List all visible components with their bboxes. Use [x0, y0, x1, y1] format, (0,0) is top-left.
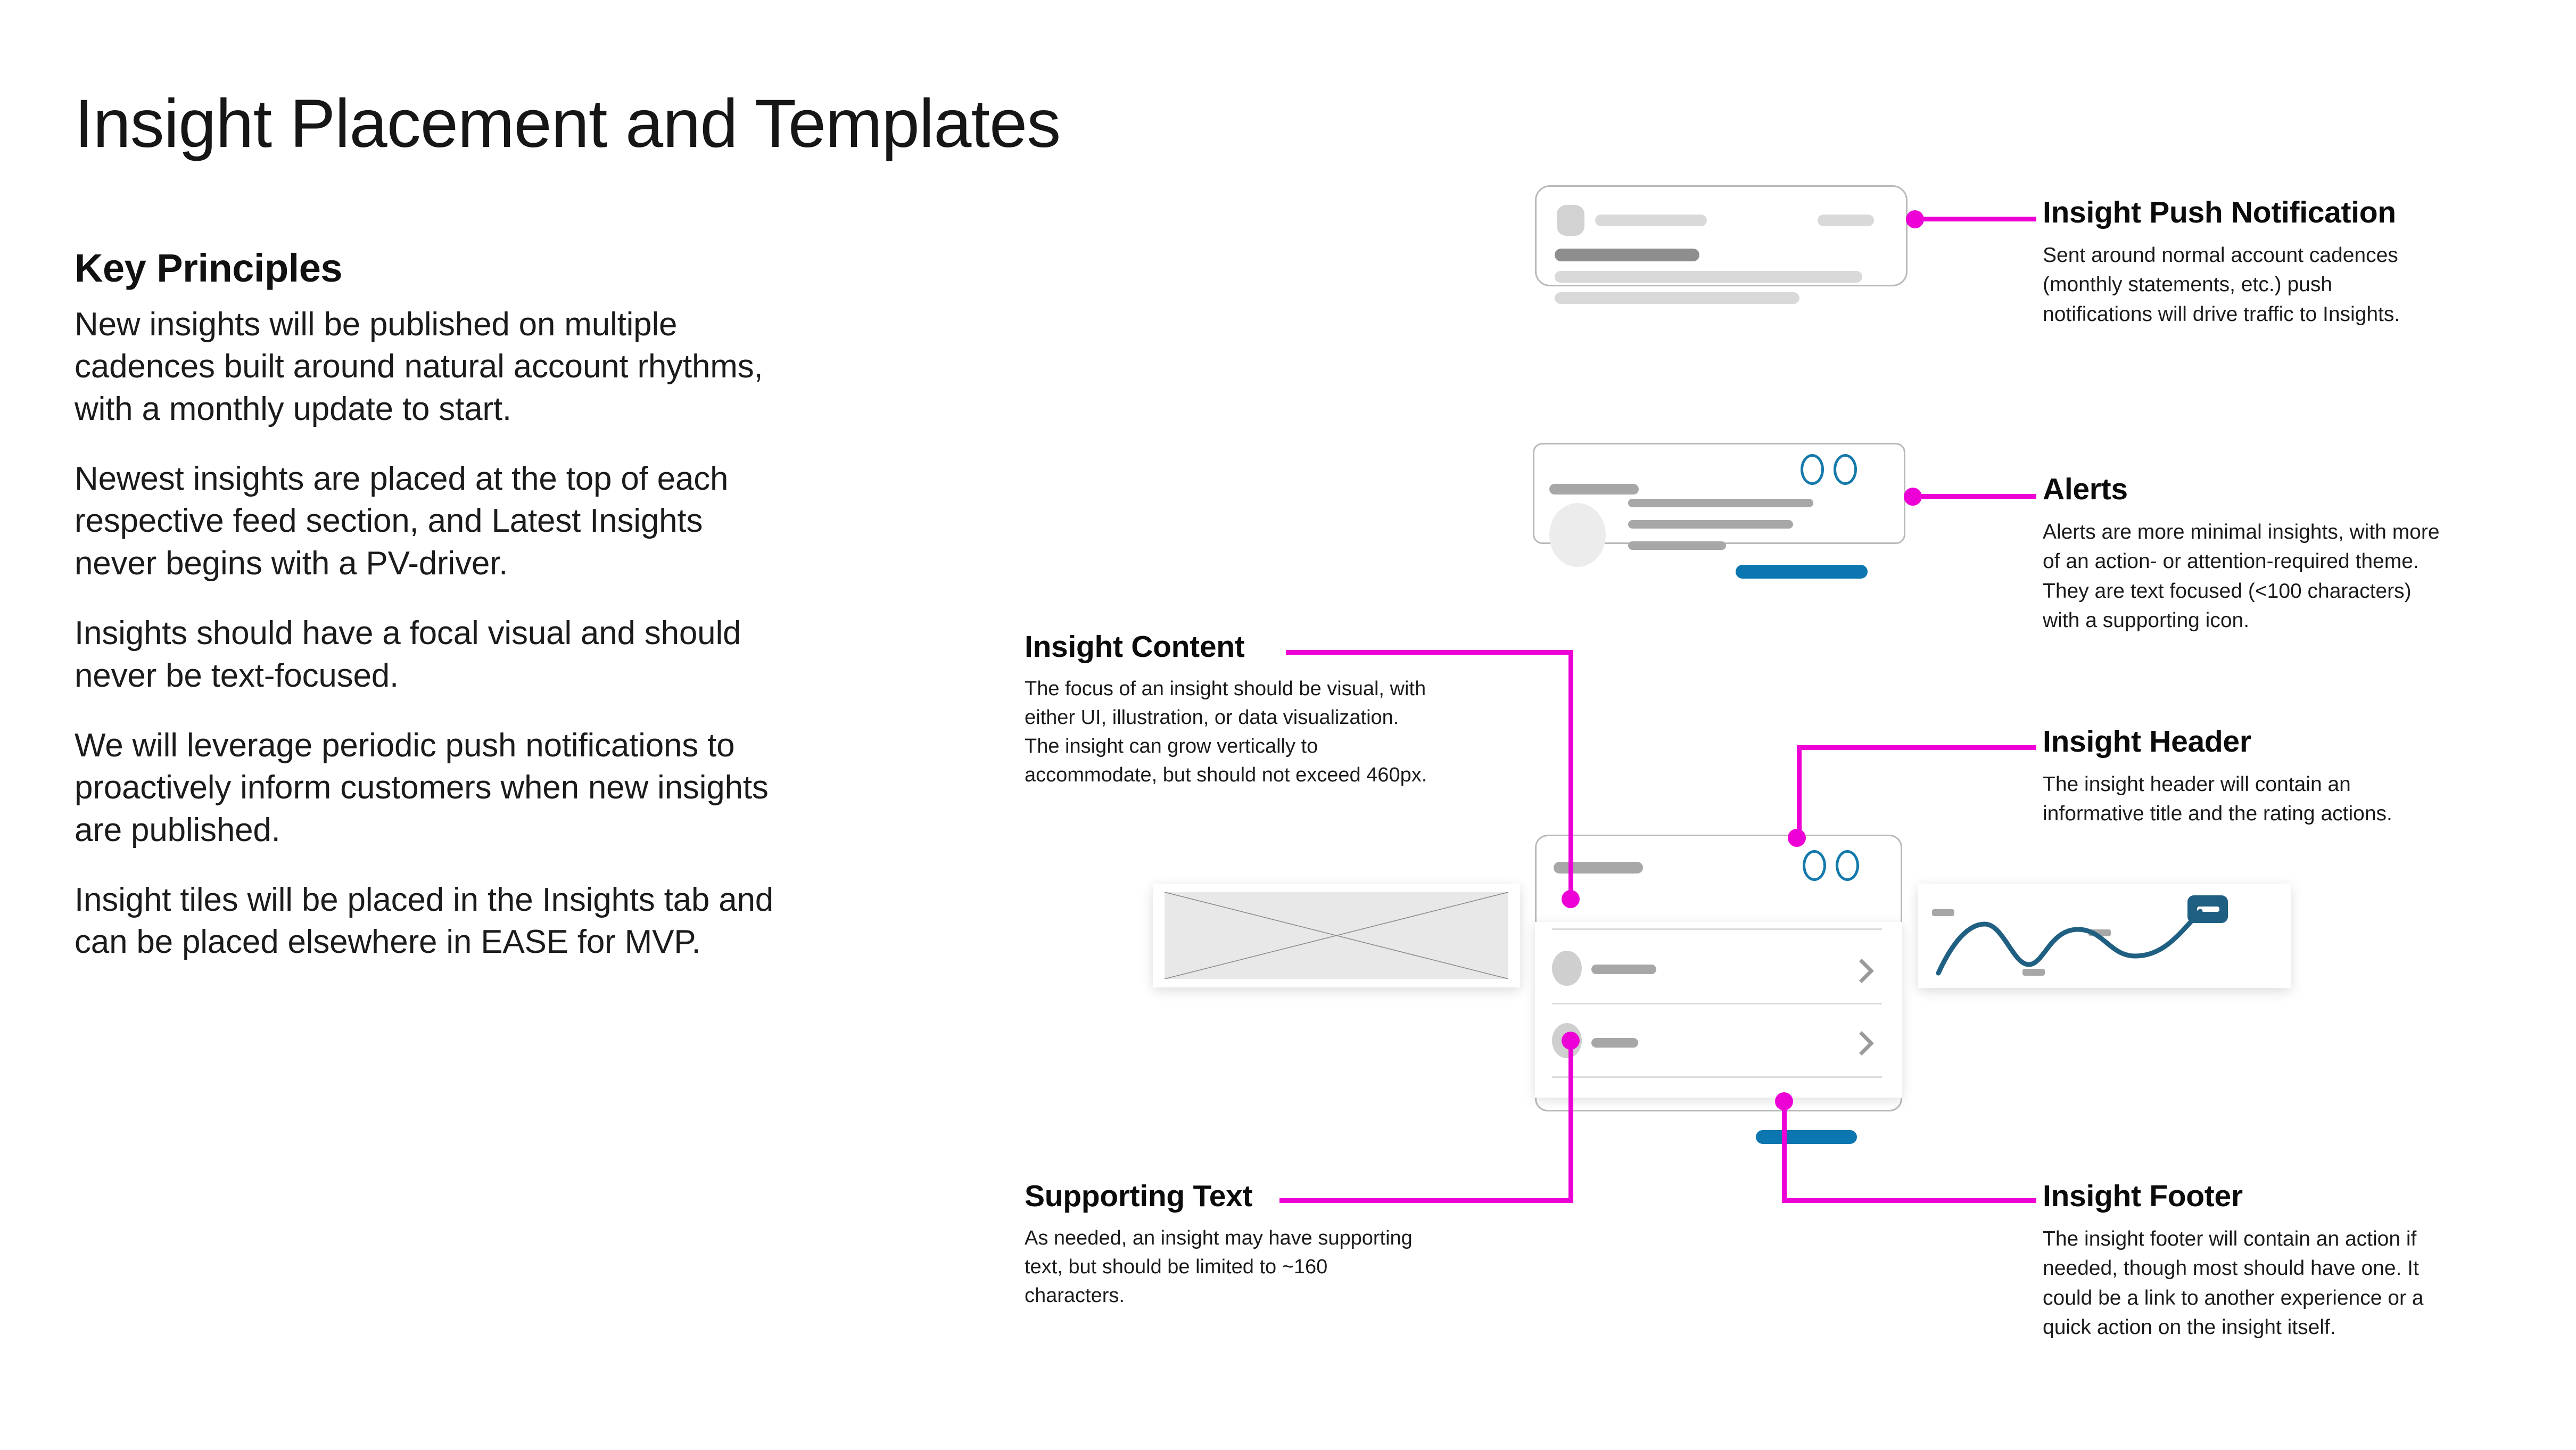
annotation-insight-footer: Insight Footer The insight footer will c… [2043, 1179, 2447, 1342]
connector-dot-header [1788, 829, 1806, 847]
connector-dot-alerts [1904, 488, 1922, 506]
thumbs-down-rating-icon[interactable] [1834, 454, 1857, 485]
alert-action-button[interactable] [1736, 565, 1868, 579]
connector-footer-v [1782, 1100, 1787, 1201]
annotation-title: Insight Content [1025, 630, 1245, 664]
notification-body-line-2 [1555, 292, 1799, 304]
list-divider [1552, 1076, 1882, 1078]
chart-badge-label-placeholder [2197, 907, 2219, 912]
connector-content-v [1568, 650, 1573, 899]
alert-title-placeholder-bar [1549, 484, 1639, 495]
alert-body-line-2 [1628, 520, 1793, 529]
annotation-insight-content: Insight Content The focus of an insight … [1025, 631, 1429, 790]
connector-push [1915, 217, 2036, 221]
annotation-body: The insight footer will contain an actio… [2043, 1227, 2424, 1339]
image-placeholder-panel [1153, 884, 1520, 987]
notification-body-line-1 [1555, 271, 1862, 283]
connector-dot-footer [1775, 1092, 1793, 1110]
connector-footer-h [1782, 1198, 2036, 1203]
annotation-insight-push-notification: Insight Push Notification Sent around no… [2043, 195, 2447, 329]
connector-support-v [1568, 1039, 1573, 1199]
principle-item: Newest insights are placed at the top of… [75, 460, 729, 582]
annotation-body: Sent around normal account cadences (mon… [2043, 243, 2400, 326]
list-item-avatar [1552, 951, 1582, 986]
image-cross-icon [1165, 892, 1508, 979]
list-item-label-bar [1591, 965, 1656, 974]
timestamp-placeholder-bar [1818, 215, 1874, 226]
section-heading-key-principles: Key Principles [75, 246, 343, 291]
annotation-title: Alerts [2043, 472, 2128, 506]
connector-dot-push [1906, 210, 1924, 228]
annotation-title: Insight Footer [2043, 1179, 2243, 1213]
alert-body-line-3 [1628, 541, 1726, 550]
data-visualization-panel [1918, 884, 2291, 988]
connector-content-h [1286, 650, 1573, 655]
thumbs-down-rating-icon[interactable] [1836, 850, 1859, 881]
annotation-supporting-text: Supporting Text As needed, an insight ma… [1025, 1179, 1429, 1311]
thumbs-up-rating-icon[interactable] [1801, 454, 1824, 485]
insight-push-notification-card [1535, 185, 1908, 304]
chart-label-placeholder-1 [1932, 909, 1954, 916]
annotation-title: Insight Push Notification [2043, 195, 2396, 229]
list-item-label-bar [1591, 1038, 1638, 1048]
principles-list: New insights will be published on multip… [75, 303, 782, 991]
connector-support-h [1279, 1198, 1573, 1203]
connector-dot-support [1562, 1032, 1580, 1050]
alert-body-line-1 [1628, 499, 1813, 507]
connector-header-h [1797, 745, 2036, 750]
annotation-alerts: Alerts Alerts are more minimal insights,… [2043, 472, 2447, 635]
annotation-body: The insight header will contain an infor… [2043, 772, 2392, 826]
principle-item: Insights should have a focal visual and … [75, 615, 741, 694]
app-icon-placeholder [1557, 205, 1584, 236]
chevron-right-icon[interactable] [1857, 1031, 1877, 1056]
annotation-body: Alerts are more minimal insights, with m… [2043, 520, 2440, 632]
principle-item: We will leverage periodic push notificat… [75, 727, 769, 848]
annotation-title: Supporting Text [1025, 1179, 1253, 1213]
principle-item: Insight tiles will be placed in the Insi… [75, 881, 774, 961]
trend-line-chart [1936, 909, 2203, 976]
insight-header-title-bar [1554, 862, 1643, 874]
alert-supporting-icon [1549, 503, 1606, 567]
principle-item: New insights will be published on multip… [75, 306, 763, 427]
page-title: Insight Placement and Templates [75, 85, 1061, 162]
notification-title-placeholder-bar [1555, 249, 1699, 261]
annotation-title: Insight Header [2043, 724, 2251, 759]
annotation-insight-header: Insight Header The insight header will c… [2043, 726, 2447, 829]
alerts-card [1533, 443, 1905, 579]
chevron-right-icon[interactable] [1857, 958, 1877, 984]
annotation-body: The focus of an insight should be visual… [1025, 677, 1427, 786]
app-name-placeholder-bar [1595, 215, 1707, 226]
annotation-body: As needed, an insight may have supportin… [1025, 1226, 1413, 1307]
connector-alerts [1913, 494, 2036, 499]
thumbs-up-rating-icon[interactable] [1803, 850, 1826, 881]
chart-label-placeholder-3 [2022, 969, 2045, 976]
list-divider [1552, 1003, 1882, 1004]
image-placeholder-box [1165, 892, 1508, 979]
list-divider [1552, 928, 1882, 930]
connector-dot-content [1562, 890, 1580, 908]
insight-footer-action-button[interactable] [1756, 1130, 1857, 1144]
insight-content-list-panel [1535, 922, 1902, 1098]
connector-header-v [1797, 745, 1802, 837]
